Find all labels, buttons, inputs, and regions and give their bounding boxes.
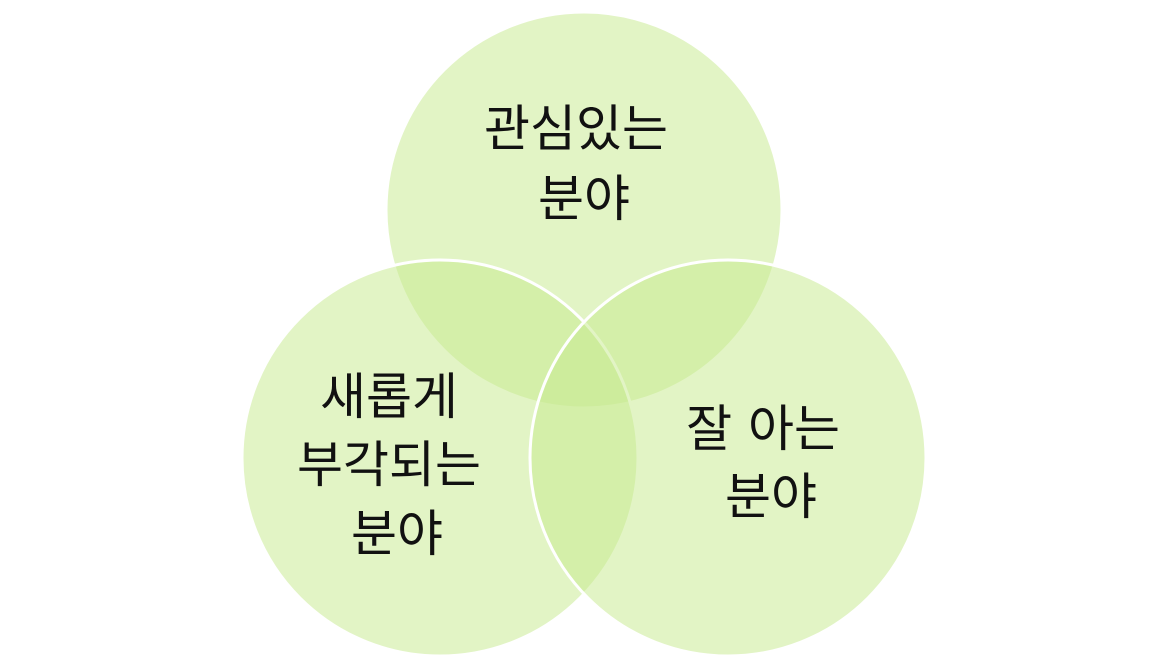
label-known-line-2: 분야 xyxy=(725,468,817,526)
label-interest: 관심있는 분야 xyxy=(484,100,684,228)
label-interest-line-1: 관심있는 xyxy=(484,100,668,158)
label-interest-line-2: 분야 xyxy=(538,170,630,228)
label-emerging-line-3: 분야 xyxy=(351,505,443,563)
label-known-line-1: 잘 아는 xyxy=(686,400,840,458)
label-emerging: 새롭게 부각되는 분야 xyxy=(297,368,497,563)
circle-known xyxy=(528,258,928,658)
label-emerging-line-1: 새롭게 xyxy=(320,368,458,426)
label-emerging-line-2: 부각되는 xyxy=(297,436,481,494)
label-known: 잘 아는 분야 xyxy=(686,400,856,526)
